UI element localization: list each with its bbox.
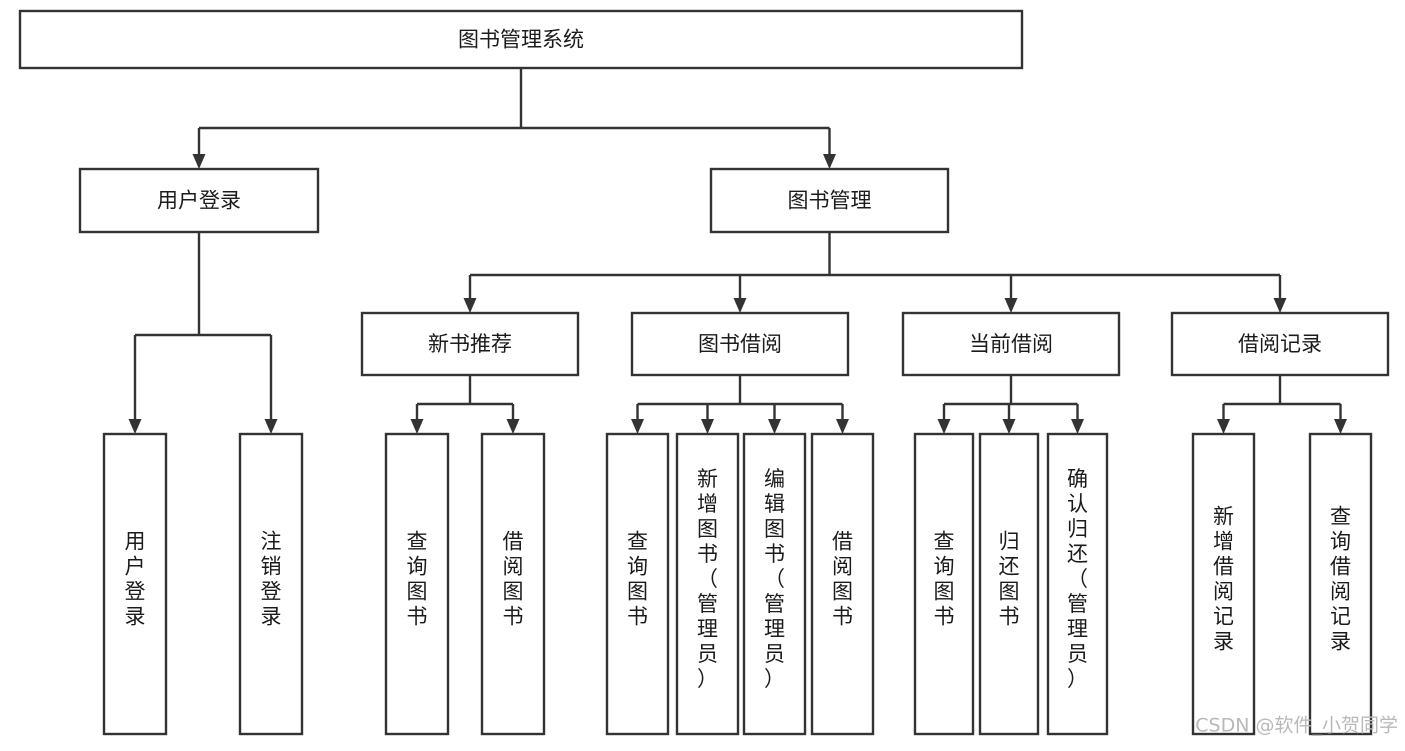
node-user-login-label: 用户登录 xyxy=(157,189,241,213)
node-leaf-8[interactable]: 查询图书 xyxy=(913,432,975,736)
node-book-management-label: 图书管理 xyxy=(788,189,872,213)
node-leaf-0[interactable]: 用户登录 xyxy=(102,432,168,736)
node-leaf-10[interactable]: 确认归还（管理员） xyxy=(1046,432,1109,736)
arrow-head-icon xyxy=(463,298,477,313)
node-level2-3-label: 借阅记录 xyxy=(1238,332,1322,356)
arrow-head-icon xyxy=(1334,419,1347,434)
node-root-system-box[interactable] xyxy=(18,9,1024,70)
node-user-login-box[interactable] xyxy=(78,167,320,234)
node-leaf-12-label: 查询借阅记录 xyxy=(1330,505,1351,654)
arrow-head-icon xyxy=(937,419,951,434)
node-leaf-1[interactable]: 注销登录 xyxy=(238,432,304,736)
arrow-head-icon xyxy=(836,419,849,434)
node-level2-2-box[interactable] xyxy=(901,311,1121,377)
arrow-head-icon xyxy=(768,419,781,434)
node-level2-3-box[interactable] xyxy=(1170,311,1390,377)
node-leaf-1-label: 注销登录 xyxy=(261,530,282,629)
node-leaf-5-label: 新增图书（管理员） xyxy=(697,467,718,691)
node-leaf-6-box[interactable] xyxy=(742,432,807,736)
node-leaf-5-box[interactable] xyxy=(675,432,740,736)
node-level2-0-label: 新书推荐 xyxy=(428,332,512,356)
node-leaf-7[interactable]: 借阅图书 xyxy=(810,432,875,736)
arrow-head-icon xyxy=(1273,298,1287,313)
node-boxes: 图书管理系统用户登录图书管理新书推荐图书借阅当前借阅借阅记录用户登录注销登录查询… xyxy=(18,9,1390,736)
node-leaf-3-box[interactable] xyxy=(480,432,546,736)
connector-lines xyxy=(128,68,1347,434)
node-leaf-8-box[interactable] xyxy=(913,432,975,736)
node-leaf-1-box[interactable] xyxy=(238,432,304,736)
node-leaf-0-box[interactable] xyxy=(102,432,168,736)
node-level2-1-label: 图书借阅 xyxy=(698,332,782,356)
node-leaf-12[interactable]: 查询借阅记录 xyxy=(1308,432,1373,736)
arrow-head-icon xyxy=(823,154,836,169)
node-user-login[interactable]: 用户登录 xyxy=(78,167,320,234)
node-leaf-9-label: 归还图书 xyxy=(999,530,1020,629)
node-root-system-label: 图书管理系统 xyxy=(458,28,584,52)
node-leaf-10-box[interactable] xyxy=(1046,432,1109,736)
arrow-head-icon xyxy=(1002,419,1016,434)
arrow-head-icon xyxy=(733,298,747,313)
node-leaf-5[interactable]: 新增图书（管理员） xyxy=(675,432,740,736)
node-leaf-2-label: 查询图书 xyxy=(407,530,428,629)
node-leaf-3[interactable]: 借阅图书 xyxy=(480,432,546,736)
node-leaf-7-box[interactable] xyxy=(810,432,875,736)
node-leaf-6-label: 编辑图书（管理员） xyxy=(764,467,785,691)
node-leaf-11[interactable]: 新增借阅记录 xyxy=(1191,432,1256,736)
node-leaf-3-label: 借阅图书 xyxy=(503,530,524,629)
node-level2-2[interactable]: 当前借阅 xyxy=(901,311,1121,377)
arrow-head-icon xyxy=(1217,419,1230,434)
connector-group xyxy=(631,375,849,434)
node-leaf-9-box[interactable] xyxy=(978,432,1040,736)
arrow-head-icon xyxy=(128,419,142,434)
node-book-management[interactable]: 图书管理 xyxy=(709,167,950,234)
node-leaf-10-label: 确认归还（管理员） xyxy=(1067,467,1088,691)
node-level2-0[interactable]: 新书推荐 xyxy=(360,311,580,377)
node-level2-1[interactable]: 图书借阅 xyxy=(630,311,850,377)
node-leaf-6[interactable]: 编辑图书（管理员） xyxy=(742,432,807,736)
node-leaf-12-box[interactable] xyxy=(1308,432,1373,736)
node-leaf-4-label: 查询图书 xyxy=(627,530,648,629)
connector-group xyxy=(463,232,1287,313)
connector-group xyxy=(937,375,1084,434)
connector-group xyxy=(128,232,278,434)
node-leaf-0-label: 用户登录 xyxy=(125,530,146,629)
arrow-head-icon xyxy=(701,419,714,434)
connector-group xyxy=(192,68,836,169)
arrow-head-icon xyxy=(631,419,644,434)
node-root-system[interactable]: 图书管理系统 xyxy=(18,9,1024,70)
node-level2-2-label: 当前借阅 xyxy=(969,332,1053,356)
arrow-head-icon xyxy=(192,154,206,169)
arrow-head-icon xyxy=(1004,298,1018,313)
node-leaf-11-box[interactable] xyxy=(1191,432,1256,736)
arrow-head-icon xyxy=(264,419,278,434)
node-leaf-2-box[interactable] xyxy=(384,432,450,736)
arrow-head-icon xyxy=(1071,419,1084,434)
node-leaf-8-label: 查询图书 xyxy=(934,530,955,629)
node-leaf-11-label: 新增借阅记录 xyxy=(1213,505,1234,654)
watermark-label: CSDN @软件_小贺同学 xyxy=(1195,715,1398,737)
arrow-head-icon xyxy=(506,419,520,434)
node-level2-0-box[interactable] xyxy=(360,311,580,377)
node-level2-1-box[interactable] xyxy=(630,311,850,377)
node-leaf-4[interactable]: 查询图书 xyxy=(605,432,670,736)
connector-group xyxy=(410,375,520,434)
connector-group xyxy=(1217,375,1347,434)
node-leaf-9[interactable]: 归还图书 xyxy=(978,432,1040,736)
node-book-management-box[interactable] xyxy=(709,167,950,234)
node-leaf-4-box[interactable] xyxy=(605,432,670,736)
arrow-head-icon xyxy=(410,419,424,434)
node-level2-3[interactable]: 借阅记录 xyxy=(1170,311,1390,377)
node-leaf-2[interactable]: 查询图书 xyxy=(384,432,450,736)
node-leaf-7-label: 借阅图书 xyxy=(832,530,853,629)
